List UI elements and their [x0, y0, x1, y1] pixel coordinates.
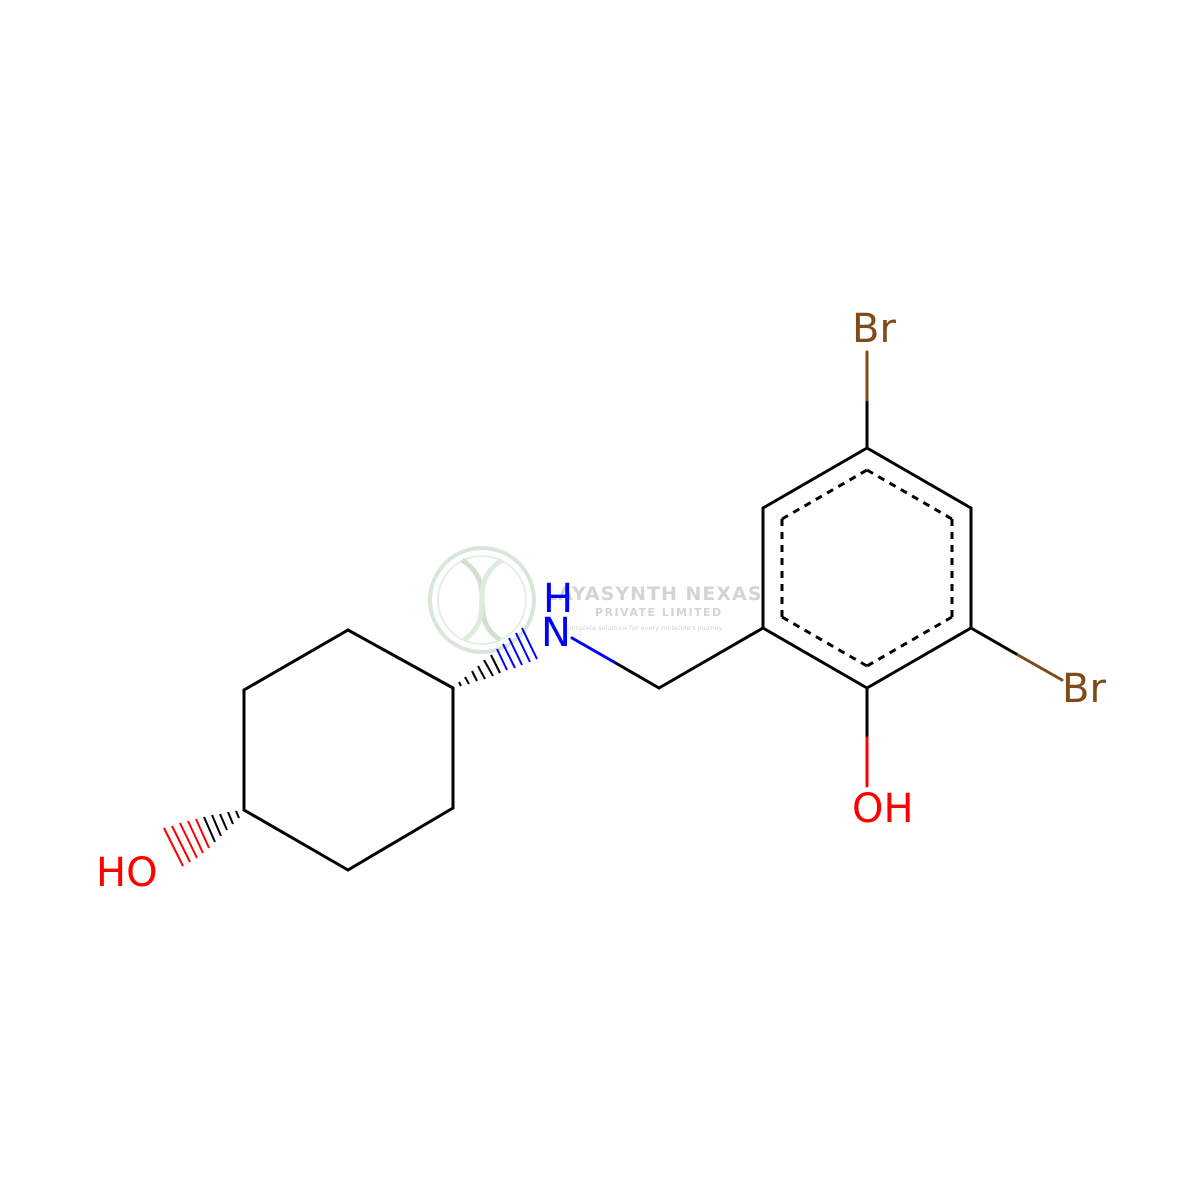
aromatic-dashed-ring: [780, 468, 954, 668]
cyclohexane-ring: [242, 628, 455, 872]
bond: [865, 446, 973, 510]
bond: [865, 626, 973, 690]
bond: [761, 446, 869, 510]
atom-oh-phenol: OH: [852, 786, 914, 832]
bond: [242, 808, 350, 872]
watermark-logo-icon: [428, 546, 536, 654]
bond: [346, 628, 455, 690]
atom-ho-cyclohexyl: HO: [96, 850, 158, 896]
watermark-subtitle: PRIVATE LIMITED: [595, 606, 723, 619]
benzene-ring: [761, 446, 973, 690]
bond-ch2-linker: [570, 626, 765, 690]
atom-br-top: Br: [852, 306, 896, 352]
watermark-title: LAYASYNTH NEXAS: [545, 583, 762, 605]
watermark: LAYASYNTH NEXAS PRIVATE LIMITED Complete…: [428, 546, 762, 654]
bond: [761, 626, 869, 690]
atom-nh-hydrogen: H: [543, 576, 573, 622]
atom-br-right: Br: [1062, 666, 1106, 712]
bond: [346, 806, 455, 872]
atom-nh-nitrogen: N: [541, 610, 571, 656]
watermark-tagline: Complete solutions for every molecule's …: [565, 624, 722, 632]
bond: [242, 628, 350, 692]
hashed-wedge-n: [458, 627, 538, 687]
bond-c-br-right: [969, 626, 1064, 682]
hashed-wedge-o: [163, 810, 240, 867]
